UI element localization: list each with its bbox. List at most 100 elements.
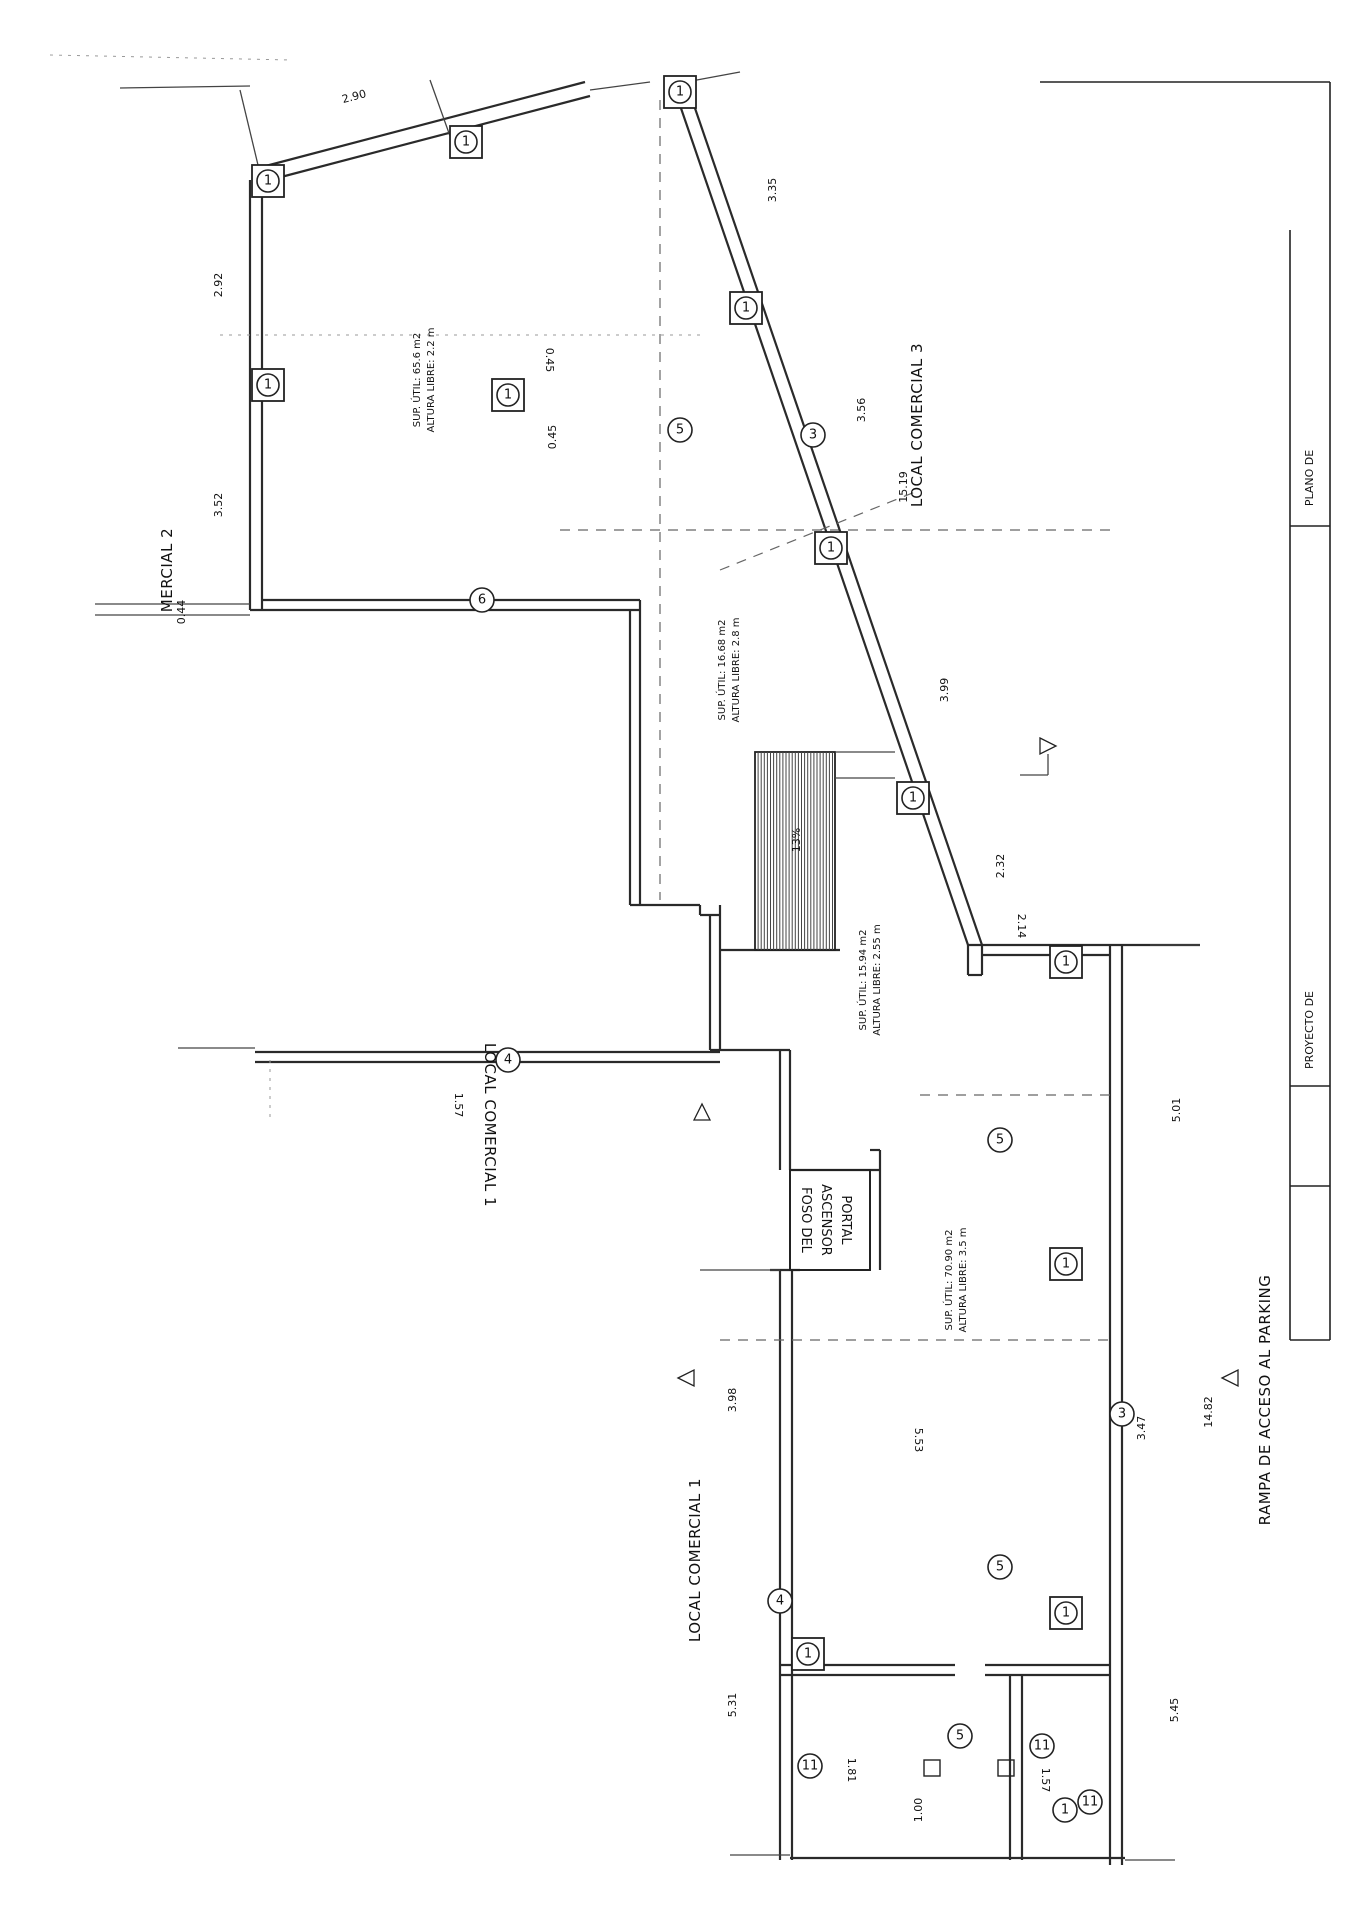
svg-text:1: 1 bbox=[1062, 955, 1070, 970]
plano-de-label: PLANO DE bbox=[1303, 450, 1316, 506]
element-tag: 3 bbox=[1109, 1401, 1135, 1427]
room2-height: ALTURA LIBRE: 2.8 m bbox=[731, 617, 742, 722]
structural-columns: 1 1 1 1 1 1 1 1 1 1 1 1 bbox=[251, 75, 1083, 1671]
dim-14-82: 14.82 bbox=[1202, 1396, 1215, 1428]
element-tag: 5 bbox=[987, 1554, 1013, 1580]
svg-text:1: 1 bbox=[504, 388, 512, 403]
dim-0-45-b: 0.45 bbox=[546, 425, 559, 450]
dim-5-53: 5.53 bbox=[912, 1428, 925, 1453]
element-tag: 3 bbox=[800, 422, 826, 448]
arrow-icon bbox=[1039, 736, 1058, 756]
dim-1-57-b: 1.57 bbox=[1039, 1768, 1052, 1793]
element-tag: 6 bbox=[469, 587, 495, 613]
arrow-icon bbox=[676, 1368, 695, 1388]
column-tag-1: 1 bbox=[449, 125, 483, 159]
dim-3-56: 3.56 bbox=[855, 398, 868, 423]
room-top-left-walls bbox=[49, 54, 1110, 900]
dim-3-99: 3.99 bbox=[938, 678, 951, 703]
proyecto-de-label: PROYECTO DE bbox=[1303, 991, 1316, 1069]
svg-text:1: 1 bbox=[827, 541, 835, 556]
svg-text:5: 5 bbox=[956, 1729, 964, 1744]
foso-text-2: ASCENSOR bbox=[818, 1184, 833, 1256]
room1-height: ALTURA LIBRE: 2.2 m bbox=[426, 327, 437, 432]
element-tag: 4 bbox=[767, 1588, 793, 1614]
column-tag-1: 1 bbox=[1049, 945, 1083, 979]
element-tag: 5 bbox=[947, 1723, 973, 1749]
element-tag: 5 bbox=[667, 417, 693, 443]
element-tag: 11 bbox=[1077, 1789, 1103, 1815]
local-1-label: LOCAL COMERCIAL 1 bbox=[686, 1478, 704, 1642]
column-tag-1: 1 bbox=[896, 781, 930, 815]
svg-text:5: 5 bbox=[996, 1133, 1004, 1148]
dim-2-90: 2.90 bbox=[341, 87, 368, 106]
room4-height: ALTURA LIBRE: 3.5 m bbox=[958, 1227, 969, 1332]
svg-text:4: 4 bbox=[504, 1053, 512, 1068]
dim-1-81: 1.81 bbox=[845, 1758, 858, 1783]
svg-text:1: 1 bbox=[264, 174, 272, 189]
dim-5-45: 5.45 bbox=[1168, 1698, 1181, 1723]
central-walls bbox=[628, 600, 895, 1172]
foso-text-3: PORTAL bbox=[838, 1195, 853, 1245]
element-tag: 4 bbox=[495, 1047, 521, 1073]
toilet-rooms bbox=[730, 1663, 1175, 1861]
dim-0-45-a: 0.45 bbox=[543, 348, 556, 373]
svg-text:1: 1 bbox=[1062, 1257, 1070, 1272]
svg-text:1: 1 bbox=[742, 301, 750, 316]
room-labels: SUP. ÚTIL: 65.6 m2 ALTURA LIBRE: 2.2 m S… bbox=[410, 327, 969, 1332]
svg-text:1: 1 bbox=[462, 135, 470, 150]
title-block: PLANO DE PROYECTO DE bbox=[1040, 81, 1331, 1341]
dim-0-44: 0.44 bbox=[175, 600, 188, 625]
svg-text:1: 1 bbox=[909, 791, 917, 806]
local-1-walls bbox=[178, 1047, 800, 1860]
svg-text:11: 11 bbox=[1082, 1795, 1099, 1810]
foso-text-1: FOSO DEL bbox=[798, 1187, 813, 1254]
element-tag: 11 bbox=[1029, 1733, 1055, 1759]
svg-text:5: 5 bbox=[676, 423, 684, 438]
column-tag-1: 1 bbox=[491, 378, 525, 412]
column-tag-1: 1 bbox=[663, 75, 697, 109]
column-tag-1: 1 bbox=[251, 368, 285, 402]
dim-2-14: 2.14 bbox=[1015, 914, 1028, 939]
dim-1-00: 1.00 bbox=[912, 1798, 925, 1823]
arrow-icon bbox=[1220, 1368, 1239, 1388]
svg-text:1: 1 bbox=[264, 378, 272, 393]
section-arrows bbox=[676, 736, 1239, 1388]
zone-labels: LOCAL COMERCIAL 3 MERCIAL 2 LOCAL COMERC… bbox=[158, 343, 1274, 1642]
arrow-icon bbox=[692, 1102, 712, 1121]
dim-2-92: 2.92 bbox=[212, 273, 225, 298]
element-tag: 11 bbox=[797, 1753, 823, 1779]
svg-text:1: 1 bbox=[1062, 1606, 1070, 1621]
svg-text:1: 1 bbox=[676, 85, 684, 100]
local-3-label: LOCAL COMERCIAL 3 bbox=[908, 343, 926, 507]
dim-3-52: 3.52 bbox=[212, 493, 225, 518]
column-tag-1: 1 bbox=[814, 531, 848, 565]
column-tag-1: 1 bbox=[729, 291, 763, 325]
column-tag-1: 1 bbox=[791, 1637, 825, 1671]
column-tag-1: 1 bbox=[1049, 1596, 1083, 1630]
column-tag-1: 1 bbox=[251, 164, 285, 198]
svg-text:1: 1 bbox=[1061, 1803, 1069, 1818]
rampa-label: RAMPA DE ACCESO AL PARKING bbox=[1256, 1275, 1274, 1526]
svg-text:5: 5 bbox=[996, 1560, 1004, 1575]
room1-area: SUP. ÚTIL: 65.6 m2 bbox=[410, 333, 423, 428]
column-tag-1: 1 bbox=[1049, 1247, 1083, 1281]
diagonal-wall bbox=[670, 71, 984, 946]
stair-treads bbox=[757, 752, 833, 950]
dim-3-98: 3.98 bbox=[726, 1388, 739, 1413]
room4-area: SUP. ÚTIL: 70.90 m2 bbox=[942, 1230, 955, 1331]
local-2-label: MERCIAL 2 bbox=[158, 528, 176, 612]
svg-text:3: 3 bbox=[1118, 1407, 1126, 1422]
svg-text:6: 6 bbox=[478, 593, 486, 608]
stair-percent: 13% bbox=[790, 828, 803, 852]
local-1-label-flipped: LOCAL COMERCIAL 1 bbox=[481, 1043, 499, 1207]
dim-15-19: 15.19 bbox=[897, 471, 910, 503]
dim-5-31: 5.31 bbox=[726, 1693, 739, 1718]
room2-area: SUP. ÚTIL: 16.68 m2 bbox=[715, 620, 728, 721]
element-tag: 5 bbox=[987, 1127, 1013, 1153]
dimension-labels: 2.90 2.92 3.52 0.44 0.45 0.45 3.35 3.56 … bbox=[175, 87, 1215, 1822]
svg-text:1: 1 bbox=[804, 1647, 812, 1662]
room3-height: ALTURA LIBRE: 2.55 m bbox=[872, 924, 883, 1035]
dim-2-32: 2.32 bbox=[994, 854, 1007, 879]
dim-3-47: 3.47 bbox=[1135, 1416, 1148, 1441]
